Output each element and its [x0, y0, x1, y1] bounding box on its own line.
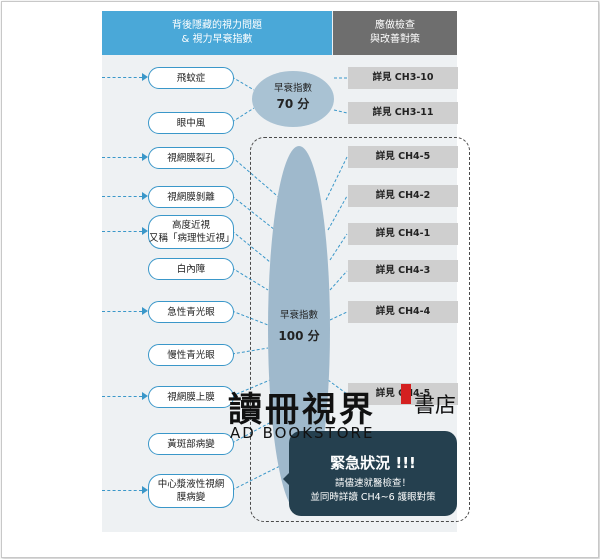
arrow-head	[142, 392, 148, 400]
watermark-store-text: 書店	[414, 393, 456, 417]
arrow-connector	[102, 157, 142, 158]
header-actions: 應做檢查 與改善對策	[333, 11, 457, 55]
watermark-english: AD BOOKSTORE	[230, 424, 375, 442]
header-actions-line1: 應做檢查	[375, 20, 415, 31]
condition-label-line1: 高度近視	[171, 220, 210, 231]
arrow-head	[142, 73, 148, 81]
condition-pill: 視網膜裂孔	[148, 147, 234, 169]
arrow-head	[142, 192, 148, 200]
condition-label: 急性青光眼	[167, 306, 215, 318]
reference-box: 詳見 CH4-2	[348, 185, 458, 207]
condition-label: 視網膜上膜	[167, 391, 215, 403]
header-problems-line1: 背後隱藏的視力問題	[172, 20, 262, 31]
condition-pill: 高度近視 又稱「病理性近視」	[148, 215, 235, 249]
header-problems: 背後隱藏的視力問題 & 視力早衰指數	[102, 11, 332, 55]
condition-label: 視網膜剝離	[167, 191, 215, 203]
index-70-ellipse: 早衰指數 70 分	[252, 71, 334, 127]
condition-pill: 急性青光眼	[148, 301, 234, 323]
watermark-red-mark	[401, 384, 411, 404]
severe-group-box	[250, 137, 470, 522]
condition-label: 眼中風	[176, 117, 206, 129]
condition-label: 慢性青光眼	[167, 349, 215, 361]
condition-label: 黃斑部病變	[167, 438, 215, 450]
index-70-value: 70 分	[276, 97, 310, 111]
condition-label: 白內障	[176, 263, 206, 275]
header-problems-line2: & 視力早衰指數	[181, 34, 253, 45]
index-100-label: 早衰指數	[279, 310, 318, 321]
condition-pill: 飛蚊症	[148, 67, 234, 89]
reference-box: 詳見 CH4-3	[348, 260, 458, 282]
condition-label-line2: 又稱「病理性近視」	[149, 233, 235, 244]
condition-label: 飛蚊症	[176, 72, 206, 84]
condition-label-line1: 中心漿液性視網	[157, 479, 225, 490]
arrow-head	[142, 227, 148, 235]
reference-box: 詳見 CH4-4	[348, 301, 458, 323]
arrow-connector	[102, 77, 142, 78]
arrow-connector	[102, 311, 142, 312]
arrow-head	[142, 486, 148, 494]
condition-pill: 眼中風	[148, 112, 234, 134]
index-100-text: 早衰指數 100 分	[268, 309, 330, 343]
arrow-connector	[102, 396, 142, 397]
condition-label: 視網膜裂孔	[167, 152, 215, 164]
callout-title: 緊急狀況 !!!	[330, 454, 416, 472]
condition-pill: 視網膜上膜	[148, 386, 234, 408]
condition-label-line2: 膜病變	[176, 492, 206, 503]
reference-box: 詳見 CH3-10	[348, 67, 458, 89]
header-actions-line2: 與改善對策	[370, 34, 420, 45]
callout-line1: 請儘速就醫檢查！	[334, 478, 411, 489]
arrow-connector	[102, 490, 142, 491]
reference-box: 詳見 CH3-11	[348, 102, 458, 124]
condition-pill: 白內障	[148, 258, 234, 280]
callout-tail	[283, 470, 292, 488]
condition-pill: 黃斑部病變	[148, 433, 234, 455]
emergency-callout: 緊急狀況 !!! 請儘速就醫檢查！ 並同時詳讀 CH4~6 護眼對策	[289, 431, 457, 516]
arrow-head	[142, 153, 148, 161]
reference-box: 詳見 CH4-1	[348, 223, 458, 245]
arrow-connector	[102, 231, 142, 232]
condition-pill: 視網膜剝離	[148, 186, 234, 208]
condition-pill: 中心漿液性視網 膜病變	[148, 474, 234, 508]
arrow-connector	[102, 196, 142, 197]
watermark-logo-text: 讀冊視界	[228, 390, 376, 430]
callout-line2: 並同時詳讀 CH4~6 護眼對策	[310, 492, 436, 503]
reference-box: 詳見 CH4-5	[348, 146, 458, 168]
index-100-value: 100 分	[278, 329, 320, 343]
condition-pill: 慢性青光眼	[148, 344, 234, 366]
arrow-head	[142, 307, 148, 315]
index-70-label: 早衰指數	[273, 83, 312, 94]
